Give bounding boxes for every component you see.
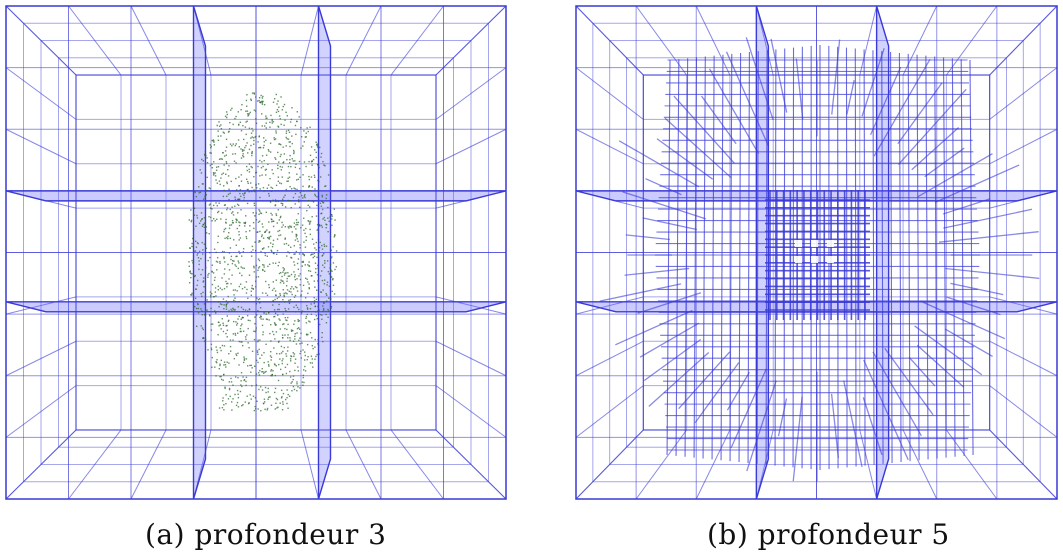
octree-left-wall-line [5,340,77,377]
octree-left-wall-line [575,340,644,377]
octree-top-wall-line [635,5,688,76]
octree-panel-depth-3 [0,0,512,505]
octree-depth-ring [592,22,1041,483]
octree-left-wall-line [5,67,77,120]
octree-bottom-wall-line [68,429,122,500]
octree-top-wall-line [989,5,1058,76]
octree-slice-plane [575,301,1058,313]
octree-slice-plane [5,190,507,202]
octree-panel-depth-5 [570,0,1063,505]
point-cloud [188,92,338,412]
caption-depth-5: (b) profondeur 5 [707,518,950,551]
octree-bottom-wall-line [859,429,878,500]
octree-top-wall-line [300,5,319,76]
octree-bottom-wall-line [390,429,444,500]
octree-right-wall-line [435,340,507,377]
octree-right-wall-line [989,340,1058,377]
caption-depth-3: (a) profondeur 3 [145,518,387,551]
octree-right-wall-line [435,296,507,315]
dense-octree-cells [599,37,1040,482]
octree-bottom-wall-line [300,429,319,500]
octree-left-wall-line [5,128,77,165]
octree-right-wall-line [435,429,507,500]
octree-top-wall-line [695,5,731,76]
octree-top-wall-line [435,5,507,76]
octree-right-wall-line [435,67,507,120]
octree-left-wall-line [575,296,644,315]
octree-right-wall-line [435,385,507,438]
octree-bottom-wall-line [345,429,382,500]
octree-bottom-wall-line [902,429,938,500]
octree-depth-5-figure [575,5,1058,500]
octree-left-wall-line [575,128,644,165]
octree-top-wall-line [345,5,382,76]
octree-left-wall-line [5,5,77,76]
octree-right-wall-line [989,296,1058,315]
octree-top-wall-line [390,5,444,76]
dense-core [765,190,870,320]
octree-bottom-wall-line [695,429,731,500]
octree-depth-ring [40,40,472,465]
octree-left-wall-line [575,67,644,120]
octree-right-wall-line [989,429,1058,500]
octree-top-wall-line [68,5,122,76]
octree-right-wall-line [435,128,507,165]
octree-left-wall-line [5,296,77,315]
octree-right-wall-line [989,67,1058,120]
octree-slice-plane [575,190,1058,202]
octree-slice-plane [5,301,507,313]
octree-left-wall-line [575,429,644,500]
octree-depth-3-figure [5,5,507,500]
octree-top-wall-line [859,5,878,76]
octree-top-wall-line [130,5,167,76]
octree-left-wall-line [575,385,644,438]
octree-left-wall-line [5,385,77,438]
octree-depth-ring [58,57,454,448]
octree-depth-ring [23,22,489,483]
octree-bottom-wall-line [130,429,167,500]
octree-right-wall-line [989,128,1058,165]
octree-bottom-wall-line [635,429,688,500]
octree-left-wall-line [575,5,644,76]
octree-slice-plane [192,5,207,500]
octree-right-wall-line [989,385,1058,438]
octree-slice-plane [317,5,332,500]
octree-left-wall-line [5,429,77,500]
octree-top-wall-line [945,5,998,76]
